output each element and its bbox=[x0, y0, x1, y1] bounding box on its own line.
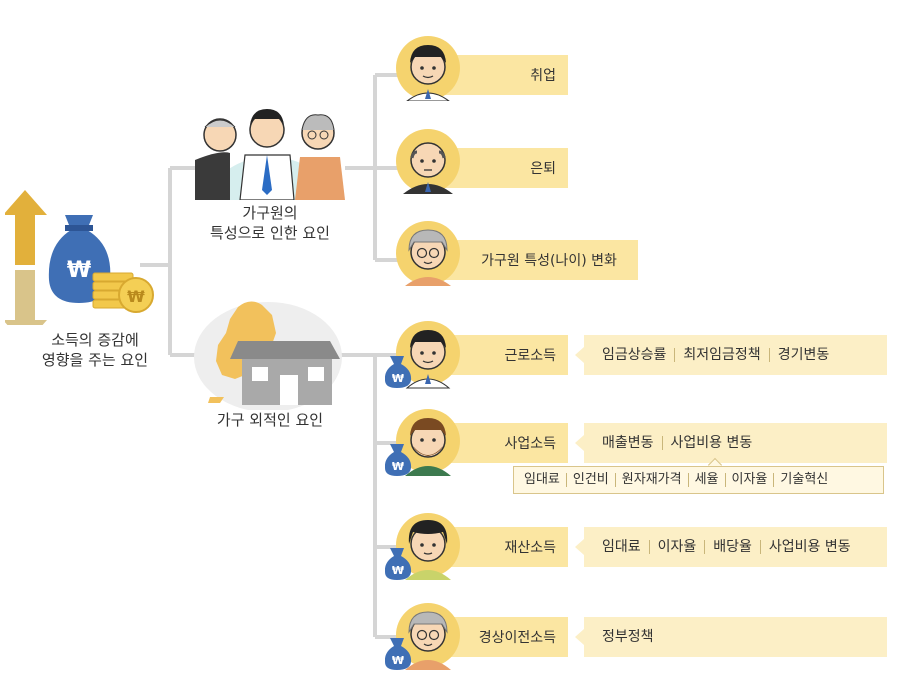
household-members-icon bbox=[195, 109, 345, 200]
money-bag-icon: ₩ bbox=[385, 638, 412, 670]
detail-rent: 임대료 bbox=[602, 539, 641, 555]
income-change-icon: ₩ ₩ bbox=[5, 190, 154, 325]
detail-business-cost-change: 사업비용 변동 bbox=[661, 436, 761, 450]
detail-minimum-wage-policy: 최저임금정책 bbox=[674, 348, 768, 362]
household-group-label: 가구원의 특성으로 인한 요인 bbox=[190, 203, 350, 243]
arrow-down-icon bbox=[5, 270, 47, 325]
business-owner-with-moneybag-icon: ₩ bbox=[385, 409, 460, 476]
factor-property-income: 재산소득 bbox=[440, 527, 568, 567]
coin-stack-icon: ₩ bbox=[92, 272, 154, 313]
external-group-label: 가구 외적인 요인 bbox=[216, 411, 324, 429]
root-label-line1: 소득의 증감에 bbox=[51, 331, 139, 349]
business-income-details: 매출변동 사업비용 변동 bbox=[575, 423, 887, 463]
factor-business-income: 사업소득 bbox=[440, 423, 568, 463]
business-cost-sub-details: 임대료 인건비 원자재가격 세율 이자율 기술혁신 bbox=[513, 466, 884, 494]
svg-text:₩: ₩ bbox=[67, 258, 91, 283]
grandmother-icon bbox=[396, 221, 460, 286]
sub-detail-interest-rate: 이자율 bbox=[724, 473, 774, 487]
arrow-up-icon bbox=[5, 190, 47, 265]
property-income-details: 임대료 이자율 배당율 사업비용 변동 bbox=[575, 527, 887, 567]
factor-earned-income: 근로소득 bbox=[440, 335, 568, 375]
money-bag-icon: ₩ bbox=[385, 444, 412, 476]
detail-interest-rate: 이자율 bbox=[648, 540, 705, 554]
sub-detail-raw-material-price: 원자재가격 bbox=[614, 473, 688, 487]
korea-map-house-icon bbox=[194, 301, 342, 410]
detail-wage-growth: 임금상승률 bbox=[602, 347, 667, 363]
factor-transfer-income: 경상이전소득 bbox=[440, 617, 568, 657]
detail-sales-change: 매출변동 bbox=[602, 435, 654, 451]
factor-employment: 취업 bbox=[440, 55, 568, 95]
detail-business-cycle: 경기변동 bbox=[768, 348, 838, 362]
sub-detail-labor-cost: 인건비 bbox=[565, 473, 615, 487]
young-man-icon bbox=[396, 36, 460, 101]
earned-income-details: 임금상승률 최저임금정책 경기변동 bbox=[575, 335, 887, 375]
household-label-line1: 가구원의 bbox=[242, 204, 298, 222]
grandmother-with-moneybag-icon: ₩ bbox=[385, 603, 460, 670]
root-label-line2: 영향을 주는 요인 bbox=[41, 351, 149, 369]
money-bag-icon: ₩ bbox=[385, 548, 412, 580]
detail-business-cost-change: 사업비용 변동 bbox=[759, 540, 859, 554]
svg-text:₩: ₩ bbox=[392, 372, 404, 385]
sub-detail-rent: 임대료 bbox=[524, 472, 560, 487]
worker-with-moneybag-icon: ₩ bbox=[385, 321, 460, 389]
older-man-icon bbox=[396, 129, 460, 194]
young-woman-with-moneybag-icon: ₩ bbox=[385, 513, 460, 580]
factor-member-age-change: 가구원 특성(나이) 변화 bbox=[440, 240, 638, 280]
household-label-line2: 특성으로 인한 요인 bbox=[210, 224, 330, 242]
factor-retirement: 은퇴 bbox=[440, 148, 568, 188]
svg-text:₩: ₩ bbox=[127, 287, 145, 306]
transfer-income-details: 정부정책 bbox=[575, 617, 887, 657]
sub-detail-tech-innovation: 기술혁신 bbox=[773, 473, 834, 487]
svg-text:₩: ₩ bbox=[392, 654, 404, 667]
money-bag-icon: ₩ bbox=[385, 356, 412, 388]
house-icon bbox=[230, 341, 340, 405]
sub-detail-tax-rate: 세율 bbox=[687, 473, 725, 487]
detail-government-policy: 정부정책 bbox=[602, 629, 654, 645]
svg-text:₩: ₩ bbox=[392, 460, 404, 473]
detail-dividend-rate: 배당율 bbox=[704, 540, 760, 554]
svg-text:₩: ₩ bbox=[392, 564, 404, 577]
root-label: 소득의 증감에 영향을 주는 요인 bbox=[10, 330, 180, 370]
